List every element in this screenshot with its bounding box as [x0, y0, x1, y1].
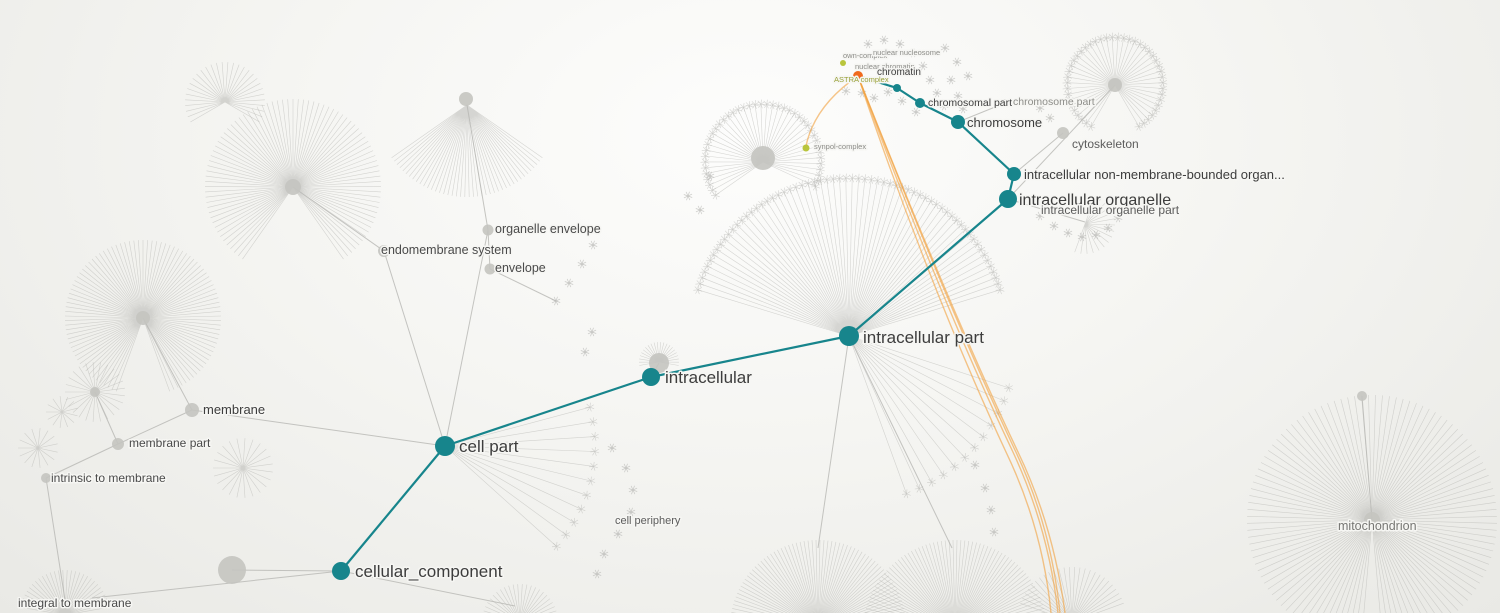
node-green-0[interactable] — [840, 60, 846, 66]
graph-node-1[interactable] — [112, 438, 124, 450]
label-own-complex[interactable]: own-complex — [842, 50, 889, 62]
label-membrane[interactable]: membrane — [202, 401, 267, 419]
node-intracellular-organelle[interactable] — [999, 190, 1017, 208]
graph-node-10[interactable] — [459, 92, 473, 106]
node-green-1[interactable] — [802, 144, 810, 152]
cluster-fan — [731, 539, 905, 613]
graph-node-2[interactable] — [41, 473, 51, 483]
graph-node-6[interactable] — [1057, 127, 1069, 139]
label-intracellular-nmb-organelle[interactable]: intracellular non-membrane-bounded organ… — [1023, 166, 1287, 184]
node-intracellular[interactable] — [642, 368, 660, 386]
cluster-fan — [204, 99, 382, 260]
graph-node-15[interactable] — [1364, 512, 1380, 528]
graph-node-7[interactable] — [1357, 391, 1367, 401]
label-chromosome[interactable]: chromosome — [966, 114, 1044, 132]
label-astra-complex[interactable]: ASTRA complex — [833, 74, 891, 86]
cluster-fan — [1067, 37, 1163, 127]
graph-node-9[interactable] — [136, 311, 150, 325]
label-chromosome-part[interactable]: chromosome part — [1012, 95, 1097, 110]
graph-node-12[interactable] — [649, 353, 669, 373]
graph-node-3[interactable] — [378, 245, 390, 257]
cluster-fan — [64, 240, 222, 392]
node-intracellular-nmb-organelle[interactable] — [1007, 167, 1021, 181]
label-synpol-complex[interactable]: synpol-complex — [813, 141, 868, 153]
graph-node-17[interactable] — [1001, 99, 1009, 107]
cluster-fan — [20, 570, 110, 613]
highlight-path — [340, 74, 1016, 572]
label-cellular-component[interactable]: cellular_component — [354, 561, 505, 583]
label-intracellular-part[interactable]: intracellular part — [862, 327, 986, 349]
node-cellular-component[interactable] — [332, 562, 350, 580]
label-intracellular-organelle[interactable]: intracellular organelle — [1018, 191, 1173, 211]
graph-node-8[interactable] — [285, 179, 301, 195]
graph-node-0[interactable] — [185, 403, 199, 417]
label-cytoskeleton[interactable]: cytoskeleton — [1071, 136, 1141, 153]
label-nuclear-nucleosome[interactable]: nuclear nucleosome — [872, 47, 942, 59]
mini-burst — [551, 35, 1123, 579]
label-membrane-part[interactable]: membrane part — [128, 435, 213, 452]
cluster-fan — [185, 62, 265, 123]
label-nuclear-chromatin[interactable]: nuclear chromatin — [854, 61, 917, 73]
node-cell-part[interactable] — [435, 436, 455, 456]
label-intracellular-organelle-part[interactable]: intracellular organelle part — [1040, 202, 1182, 219]
selected-path-edge-0 — [857, 75, 1059, 613]
selected-path-edge-1 — [857, 75, 1052, 613]
node-intracellular-part[interactable] — [839, 326, 859, 346]
label-organelle-envelope[interactable]: organelle envelope — [494, 221, 603, 238]
graph-node-5[interactable] — [484, 263, 496, 275]
graph-node-16[interactable] — [90, 387, 100, 397]
cluster-fan-tips — [700, 99, 826, 200]
cluster-fan — [18, 428, 58, 468]
label-cell-part[interactable]: cell part — [458, 436, 521, 458]
label-cell-periphery[interactable]: cell periphery — [614, 514, 683, 529]
cluster-fan — [444, 406, 595, 547]
node-selected-term[interactable] — [853, 71, 863, 81]
label-mitochondrion[interactable]: mitochondrion — [1337, 518, 1419, 535]
selected-path-edge-3 — [857, 75, 1061, 613]
cluster-fan-tips — [1062, 32, 1168, 131]
node-chromatin[interactable] — [893, 84, 901, 92]
label-intracellular[interactable]: intracellular — [664, 367, 754, 389]
cluster-fan — [848, 335, 1009, 495]
node-chromosomal-part[interactable] — [915, 98, 925, 108]
cluster-fan — [46, 396, 78, 428]
cluster-fan — [1020, 567, 1124, 613]
cluster-fan — [865, 539, 1045, 613]
cluster-fan — [697, 177, 1001, 337]
label-integral-to-membrane[interactable]: integral to membrane — [17, 595, 134, 612]
node-chromosome[interactable] — [951, 115, 965, 129]
graph-node-13[interactable] — [218, 556, 246, 584]
label-chromosomal-part[interactable]: chromosomal part — [927, 96, 1014, 111]
cluster-fan — [391, 104, 543, 198]
label-envelope[interactable]: envelope — [494, 260, 548, 277]
cluster-fan — [483, 584, 557, 613]
graph-node-4[interactable] — [482, 224, 494, 236]
label-endomembrane-system[interactable]: endomembrane system — [380, 242, 514, 259]
graph-node-14[interactable] — [1108, 78, 1122, 92]
cluster-fan-tips — [551, 402, 600, 551]
cluster-fan — [1246, 394, 1498, 613]
label-intrinsic-to-membrane[interactable]: intrinsic to membrane — [50, 470, 168, 487]
cluster-fan — [704, 103, 822, 196]
selected-path-edge-4 — [805, 75, 859, 147]
cluster-fan-tips — [901, 383, 1014, 499]
graph-node-11[interactable] — [751, 146, 775, 170]
cluster-fan — [213, 438, 273, 498]
cluster-fan-tips — [693, 173, 1005, 295]
label-chromatin[interactable]: chromatin — [876, 66, 923, 80]
